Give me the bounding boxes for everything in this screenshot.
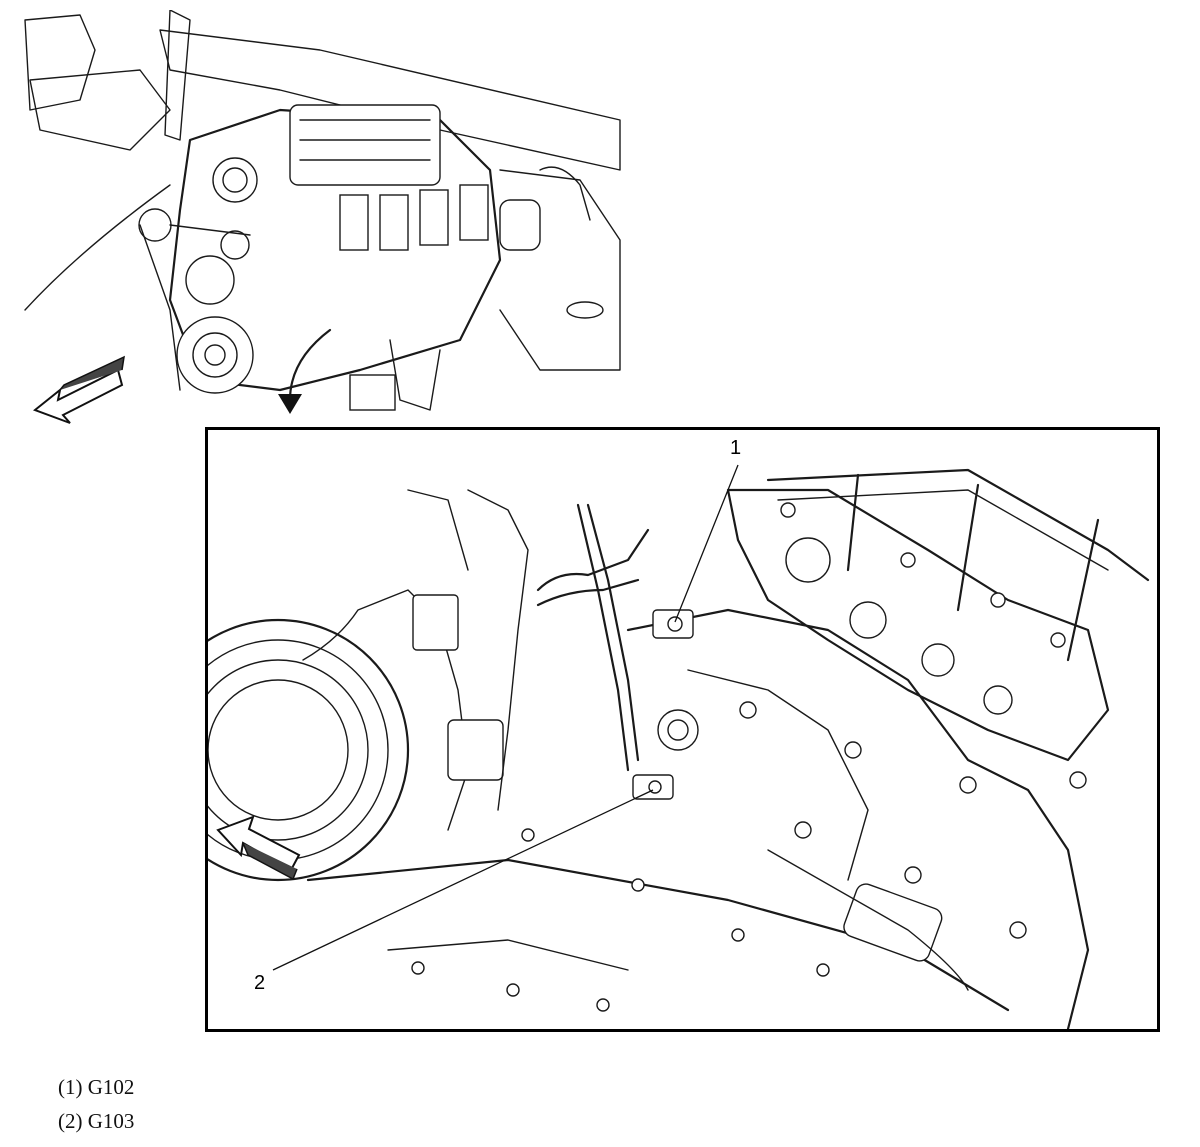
detail-view-frame: 1 2: [205, 427, 1160, 1032]
front-arrow-icon: [216, 815, 301, 881]
ground-location-detail-illustration: [208, 430, 1157, 1029]
front-arrow-icon: [32, 355, 125, 424]
engine-bay-overview-illustration: [20, 10, 630, 430]
legend: (1) G102 (2) G103: [58, 1070, 134, 1138]
callout-number-2: 2: [254, 972, 266, 994]
callout-number-1: 1: [730, 437, 742, 459]
legend-item-g102: (1) G102: [58, 1075, 135, 1099]
legend-item-g103: (2) G103: [58, 1109, 135, 1133]
zoom-arrow-icon: [278, 328, 332, 414]
